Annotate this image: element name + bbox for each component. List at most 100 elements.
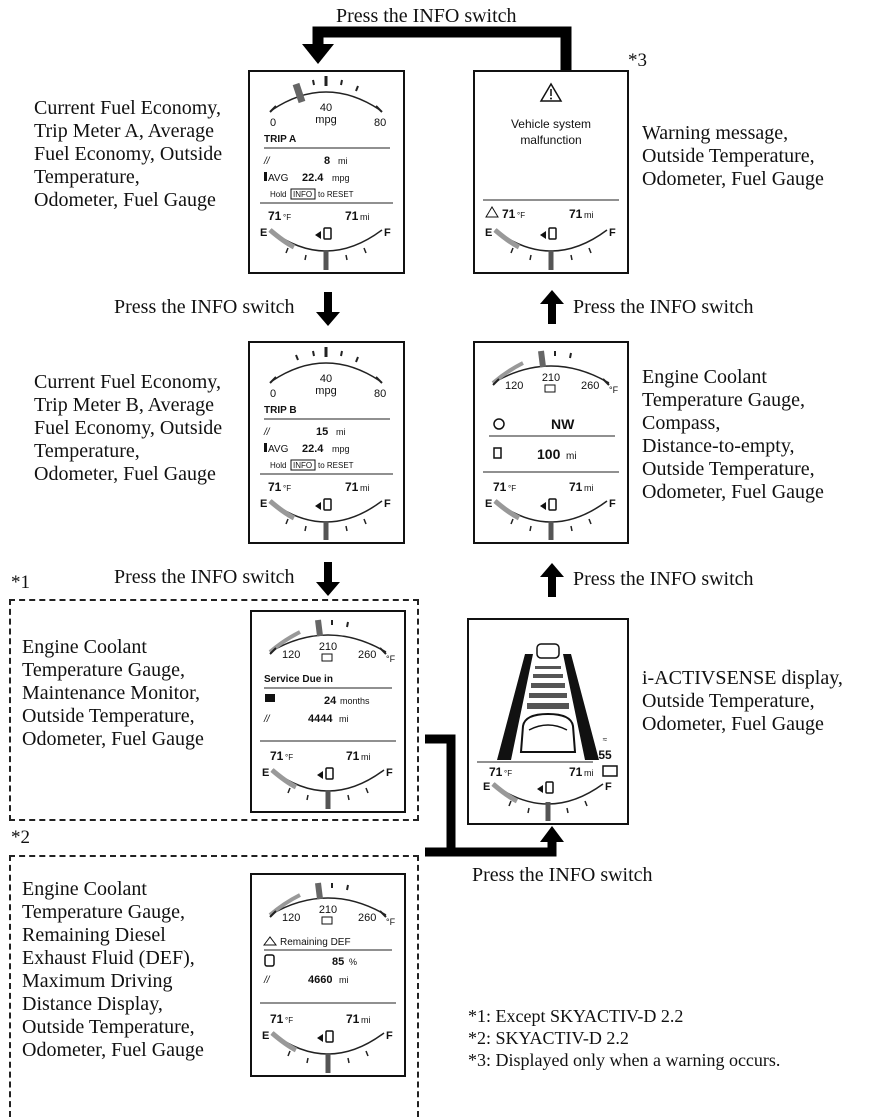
gauge-max: 80 bbox=[374, 117, 386, 129]
footnotes: *1: Except SKYACTIV-D 2.2 *2: SKYACTIV-D… bbox=[468, 1005, 780, 1071]
fuel-f: F bbox=[605, 781, 612, 793]
service-months: 24 bbox=[324, 695, 337, 707]
radar-icon: ≈ bbox=[603, 735, 608, 744]
fuel-door-arrow-icon bbox=[540, 502, 546, 510]
press-info-label-1: Press the INFO switch bbox=[114, 296, 295, 318]
gauge-mid: 40 bbox=[320, 373, 332, 385]
service-distance-unit: mi bbox=[339, 714, 349, 724]
trip-a-display: 0 40 mpg 80 TRIP A // 8 mi AVG 22.4 mpg … bbox=[248, 70, 405, 274]
dte-value: 100 bbox=[537, 446, 561, 462]
gauge-unit: mpg bbox=[315, 385, 336, 397]
maintenance-note-mark: *1 bbox=[11, 572, 30, 593]
fuel-pump-icon bbox=[323, 227, 332, 240]
service-months-unit: months bbox=[340, 696, 370, 706]
temp-unit: °F bbox=[504, 769, 512, 778]
gauge-min: 120 bbox=[505, 380, 523, 392]
compass-direction: NW bbox=[551, 416, 575, 432]
outside-temp: 71 bbox=[268, 480, 282, 494]
gauge-unit: °F bbox=[386, 917, 396, 927]
fuel-door-arrow-icon bbox=[315, 231, 321, 239]
fuel-door-arrow-icon bbox=[540, 231, 546, 239]
outside-temp: 71 bbox=[270, 749, 284, 763]
own-car-icon bbox=[519, 712, 577, 753]
temp-unit: °F bbox=[517, 211, 525, 220]
reset-hold: Hold bbox=[270, 190, 286, 199]
gauge-unit: °F bbox=[386, 654, 396, 664]
reset-hold: Hold bbox=[270, 461, 286, 470]
distance-icon: // bbox=[263, 975, 271, 986]
compass-icon bbox=[493, 418, 505, 430]
reset-to: to RESET bbox=[318, 461, 354, 470]
odometer: 71 bbox=[345, 209, 359, 223]
fuel-door-arrow-icon bbox=[315, 502, 321, 510]
gauge-max: 80 bbox=[374, 388, 386, 400]
distance-icon: // bbox=[263, 714, 271, 725]
gauge-mid: 40 bbox=[320, 102, 332, 114]
fuel-e: E bbox=[485, 227, 492, 239]
fuel-icon bbox=[493, 447, 502, 459]
warning-message-2: malfunction bbox=[520, 133, 581, 147]
odometer: 71 bbox=[569, 207, 583, 221]
trip-value: 15 bbox=[316, 426, 328, 438]
gauge-max: 260 bbox=[581, 380, 599, 392]
def-distance: 4660 bbox=[308, 974, 332, 986]
def-unit: % bbox=[349, 957, 357, 967]
fuel-pump-icon bbox=[323, 498, 332, 511]
fuel-door-arrow-icon bbox=[537, 785, 543, 793]
odo-unit: mi bbox=[584, 768, 594, 778]
temp-unit: °F bbox=[508, 484, 516, 493]
fuel-e: E bbox=[260, 227, 267, 239]
fuel-e: E bbox=[260, 498, 267, 510]
fuel-e: E bbox=[483, 781, 490, 793]
fuel-pump-icon bbox=[545, 781, 554, 794]
press-info-label-top: Press the INFO switch bbox=[336, 5, 517, 27]
gauge-mid: 210 bbox=[319, 641, 337, 653]
gauge-min: 0 bbox=[270, 388, 276, 400]
up-arrow-1 bbox=[540, 290, 564, 324]
coolant-icon bbox=[544, 384, 556, 393]
avg-label: AVG bbox=[268, 173, 289, 184]
gauge-min: 120 bbox=[282, 912, 300, 924]
odometer: 71 bbox=[569, 480, 583, 494]
odometer: 71 bbox=[569, 765, 583, 779]
fuel-door-arrow-icon bbox=[317, 771, 323, 779]
trip-unit: mi bbox=[336, 427, 346, 437]
avg-value: 22.4 bbox=[302, 172, 324, 184]
compass-description: Engine Coolant Temperature Gauge, Compas… bbox=[642, 366, 824, 503]
trip-title: TRIP A bbox=[264, 134, 296, 145]
gauge-unit: mpg bbox=[315, 114, 336, 126]
fuel-f: F bbox=[609, 498, 616, 510]
gauge-unit: °F bbox=[609, 385, 619, 395]
reset-key: INFO bbox=[293, 461, 312, 470]
gauge-max: 260 bbox=[358, 649, 376, 661]
warning-message-1: Vehicle system bbox=[511, 117, 591, 131]
warning-display: Vehicle system malfunction 71 °F 71 mi E… bbox=[473, 70, 629, 274]
avg-icon bbox=[264, 443, 267, 452]
except-skyactiv-group bbox=[9, 599, 419, 821]
def-icon bbox=[263, 936, 277, 946]
set-speed: 55 bbox=[598, 748, 612, 762]
temp-unit: °F bbox=[283, 213, 291, 222]
odo-unit: mi bbox=[360, 212, 370, 222]
activsense-display: ≈ 55 71 °F 71 mi E F bbox=[467, 618, 629, 825]
gauge-mid: 210 bbox=[319, 904, 337, 916]
dte-unit: mi bbox=[566, 451, 577, 462]
odo-unit: mi bbox=[361, 1015, 371, 1025]
fuel-f: F bbox=[384, 498, 391, 510]
odo-unit: mi bbox=[584, 210, 594, 220]
press-info-label-5: Press the INFO switch bbox=[472, 864, 653, 886]
trip-a-description: Current Fuel Economy, Trip Meter A, Aver… bbox=[34, 97, 223, 211]
outside-temp: 71 bbox=[270, 1012, 284, 1026]
footnote-3: *3: Displayed only when a warning occurs… bbox=[468, 1050, 781, 1070]
up-arrow-2 bbox=[540, 563, 564, 597]
fuel-pump-icon bbox=[548, 498, 557, 511]
fuel-f: F bbox=[609, 227, 616, 239]
temp-unit: °F bbox=[283, 484, 291, 493]
def-tank-icon bbox=[264, 954, 275, 967]
press-info-label-4: Press the INFO switch bbox=[573, 568, 754, 590]
odo-unit: mi bbox=[360, 483, 370, 493]
service-distance: 4444 bbox=[308, 713, 333, 725]
footnote-2: *2: SKYACTIV-D 2.2 bbox=[468, 1028, 629, 1048]
press-info-label-2: Press the INFO switch bbox=[573, 296, 754, 318]
service-title: Service Due in bbox=[264, 674, 333, 685]
